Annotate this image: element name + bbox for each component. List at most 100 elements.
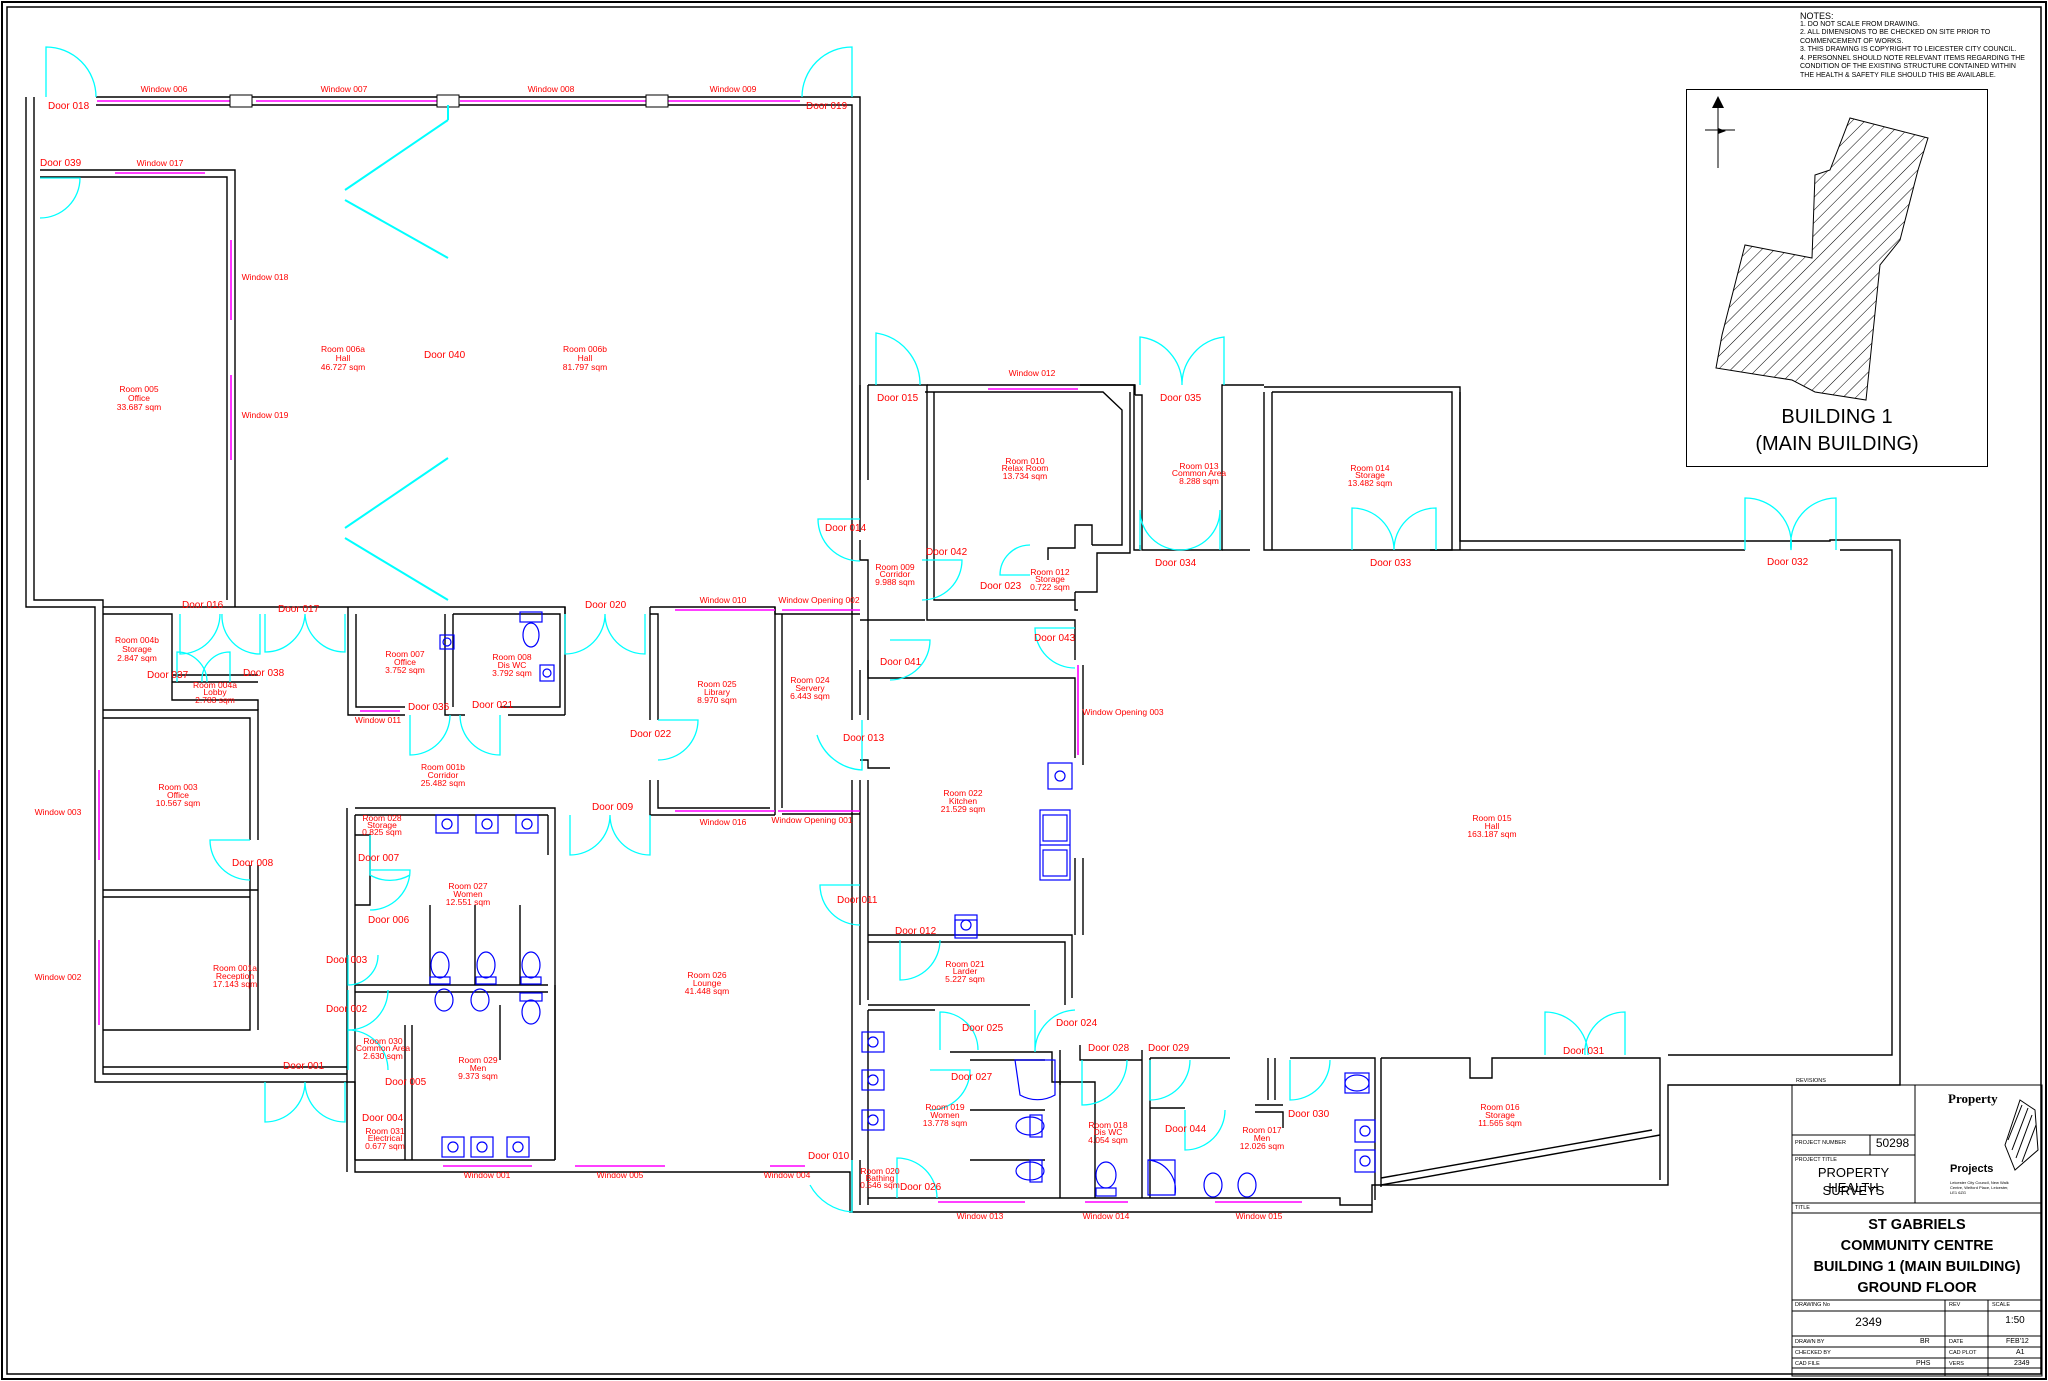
door-label: Door 037 [147, 670, 189, 681]
door-label: Door 028 [1088, 1043, 1130, 1054]
window-label: Window Opening 003 [1082, 707, 1164, 717]
door-label: Door 036 [408, 702, 450, 713]
door-label: Door 040 [424, 350, 466, 361]
door-label: Door 044 [1165, 1124, 1207, 1135]
note-line: 1. DO NOT SCALE FROM DRAWING. [1800, 20, 1920, 28]
ver-value: 2349 [2014, 1360, 2030, 1367]
door-label: Door 011 [837, 895, 878, 906]
door-label: Door 006 [368, 915, 410, 926]
window-mullions [229, 94, 669, 108]
date-label: DATE [1949, 1339, 1964, 1345]
door-label: Door 043 [1034, 633, 1076, 644]
door-label: Door 018 [48, 101, 90, 112]
cad-plot-value: A1 [2016, 1349, 2025, 1356]
project-number: 50298 [1875, 1136, 1910, 1150]
drawing-no: 2349 [1855, 1315, 1882, 1329]
sanitary-fixtures [429, 611, 1376, 1198]
drawing-title-line: ST GABRIELS [1868, 1217, 1966, 1233]
door-label: Door 035 [1160, 393, 1202, 404]
project-title-label: PROJECT TITLE [1795, 1157, 1837, 1163]
door-label: Door 012 [895, 926, 937, 937]
sheet-border-inner [6, 6, 2042, 1375]
door-label: Door 034 [1155, 558, 1197, 569]
door-label: Door 023 [980, 581, 1022, 592]
door-label: Door 031 [1563, 1046, 1605, 1057]
drawing-notes: NOTES: 1. DO NOT SCALE FROM DRAWING. 2. … [1800, 12, 2030, 80]
door-label: Door 002 [326, 1004, 368, 1015]
door-label: Door 009 [592, 802, 634, 813]
building-footprint [1715, 117, 1929, 401]
title-block-lines [1791, 1084, 2043, 1377]
drawing-title-line: BUILDING 1 (MAIN BUILDING) [1813, 1259, 2021, 1275]
project-number-label: PROJECT NUMBER [1795, 1140, 1846, 1146]
window-labels: Window 006 Window 007 Window 008 Window … [35, 84, 1283, 1221]
window-label: Window 019 [242, 410, 289, 420]
door-label: Door 007 [358, 853, 400, 864]
door-label: Door 024 [1056, 1018, 1098, 1029]
key-plan: BUILDING 1 (MAIN BUILDING) [1686, 89, 1988, 467]
ver-label: VERS [1949, 1361, 1964, 1367]
door-label: Door 030 [1288, 1109, 1330, 1120]
logo-top-text: Property [1948, 1091, 1998, 1106]
door-label: Door 008 [232, 858, 274, 869]
cad-plot-label: CAD PLOT [1949, 1350, 1977, 1356]
window-label: Window Opening 001 [771, 815, 853, 825]
drawing-title-line: COMMUNITY CENTRE [1840, 1238, 1994, 1254]
window-label: Window 003 [35, 807, 82, 817]
window-label: Window 006 [141, 84, 188, 94]
door-label: Door 019 [806, 101, 848, 112]
checked-by-label: CHECKED BY [1795, 1350, 1831, 1356]
window-label: Window 001 [464, 1170, 511, 1180]
door-label: Door 013 [843, 733, 885, 744]
door-swings [39, 46, 1837, 1213]
note-line: 2. ALL DIMENSIONS TO BE CHECKED ON SITE … [1800, 29, 1991, 45]
window-label: Window 009 [710, 84, 757, 94]
door-label: Door 014 [825, 523, 867, 534]
window-label: Window 010 [700, 595, 747, 605]
cad-file-value: PHS [1916, 1360, 1931, 1367]
date-value: FEB'12 [2006, 1338, 2029, 1345]
window-label: Window 004 [764, 1170, 811, 1180]
door-label: Door 017 [278, 604, 320, 615]
window-label: Window 007 [321, 84, 368, 94]
window-label: Window 017 [137, 158, 184, 168]
window-label: Window 014 [1083, 1211, 1130, 1221]
door-label: Door 020 [585, 600, 627, 611]
door-label: Door 033 [1370, 558, 1412, 569]
door-label: Door 005 [385, 1077, 427, 1088]
window-label: Window 018 [242, 272, 289, 282]
door-label: Door 041 [880, 657, 922, 668]
window-label: Window 002 [35, 972, 82, 982]
project-title-line1: PROPERTY HEALTH [1817, 1165, 1890, 1195]
window-label: Window 016 [700, 817, 747, 827]
title-label: TITLE [1795, 1205, 1810, 1211]
door-label: Door 001 [283, 1061, 325, 1072]
key-plan-title-line1: BUILDING 1 [1781, 406, 1893, 428]
drawing-no-label: DRAWING No [1795, 1302, 1830, 1308]
door-label: Door 003 [326, 955, 368, 966]
door-label: Door 038 [243, 668, 285, 679]
logo-bottom-text: Projects [1950, 1163, 1994, 1175]
note-line: 4. PERSONNEL SHOULD NOTE RELEVANT ITEMS … [1800, 54, 2025, 79]
logo-address: Leicester City Council, New Walk Centre,… [1950, 1180, 2009, 1195]
